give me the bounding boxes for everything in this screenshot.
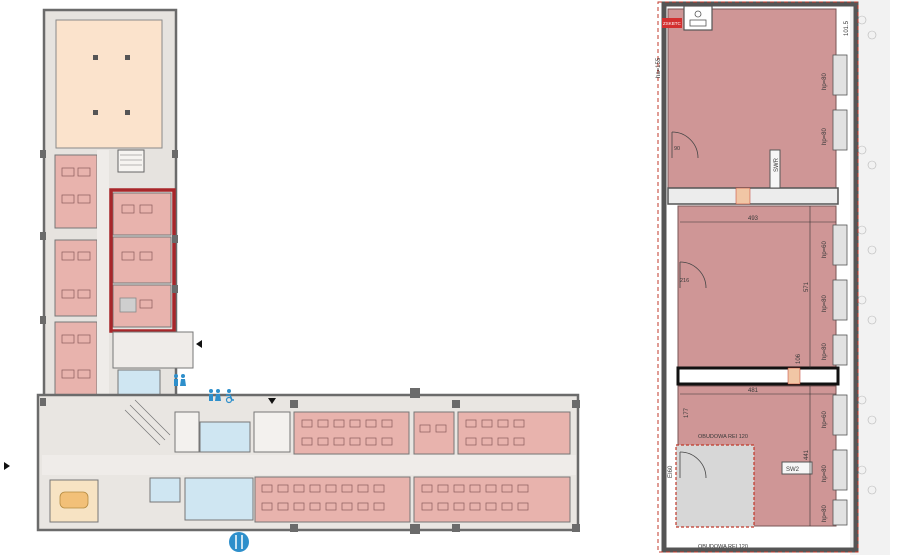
fixture — [689, 19, 707, 27]
sill-label: hp=80 — [822, 72, 828, 90]
utility-room — [253, 411, 291, 453]
restroom-icon — [174, 374, 186, 386]
lobby-stair — [124, 399, 171, 446]
sill-label: hp=80 — [822, 464, 828, 482]
window-sills — [832, 54, 848, 526]
dimension-lines — [680, 206, 836, 526]
office-room[interactable] — [254, 476, 411, 523]
office-room[interactable] — [457, 411, 571, 455]
door-label: 90 — [674, 146, 680, 152]
hall-columns — [93, 55, 130, 115]
door-label: EI60 — [668, 465, 674, 478]
entrance-marker-icon — [268, 398, 276, 404]
corridor — [97, 150, 109, 450]
office-room[interactable] — [413, 476, 571, 523]
detail-room[interactable] — [667, 8, 837, 190]
highlight-frame — [109, 188, 176, 333]
shaft — [781, 461, 813, 475]
service-room — [149, 477, 181, 503]
office-room[interactable] — [112, 192, 172, 236]
door-swing — [671, 131, 707, 479]
dimension-label: 441 — [804, 449, 810, 460]
dimension-label: 493 — [748, 216, 759, 222]
lobby — [112, 331, 194, 369]
fire-boundary — [657, 1, 859, 553]
outer-wall — [661, 1, 859, 553]
restroom-accessible-icon — [209, 389, 234, 404]
stair — [117, 149, 145, 173]
entrance-marker-icon — [4, 462, 10, 470]
sign-box — [662, 18, 682, 28]
storage-room — [119, 297, 137, 313]
main-corridor — [42, 455, 576, 475]
sill-label: hp=80 — [822, 127, 828, 145]
door-marker — [787, 367, 801, 385]
shaft-label: SWR — [774, 157, 780, 172]
sill-label: hp=80 — [822, 294, 828, 312]
building-floor-plan — [4, 8, 580, 552]
fixture — [694, 10, 702, 18]
desk-clusters-east — [261, 419, 529, 511]
door-label: 216 — [680, 278, 689, 284]
office-room[interactable] — [413, 411, 455, 455]
dimension-label: ha=155 — [656, 57, 662, 78]
hall-room[interactable] — [55, 19, 163, 149]
sill-label: hp=60 — [822, 240, 828, 258]
dimension-label: 106 — [796, 353, 802, 364]
dimension-label: 571 — [804, 281, 810, 292]
shaft — [769, 149, 781, 189]
service-room — [199, 421, 251, 453]
detail-room-plan: SWR SW2 hp=80 hp=80 hp=60 hp=80 hp=80 hp… — [656, 0, 890, 555]
partition-wall — [667, 187, 839, 205]
wall-pillars — [40, 150, 580, 534]
cafe-icon — [229, 532, 249, 552]
conference-table — [59, 491, 89, 509]
sill-label: hp=80 — [822, 342, 828, 360]
service-room — [184, 477, 254, 521]
dimension-label: 101.5 — [844, 20, 850, 36]
wall-label: OBUDOWA REI 120 — [698, 434, 748, 440]
sign-label: ZSKBTC — [663, 21, 682, 26]
office-room[interactable] — [54, 239, 98, 317]
partition-wall-black — [676, 366, 840, 386]
detail-room[interactable] — [677, 205, 837, 369]
entrance-marker-icon — [196, 340, 202, 348]
office-room[interactable] — [54, 321, 98, 397]
technical-room[interactable] — [675, 444, 755, 528]
sill-label: hp=80 — [822, 504, 828, 522]
shaft-label: SW2 — [786, 467, 800, 473]
dimension-label: 177 — [684, 407, 690, 418]
utility-room — [174, 411, 200, 453]
wall-label: OBUDOWA REI 120 — [698, 544, 748, 550]
door-marker — [735, 187, 751, 205]
sill-label: hp=60 — [822, 410, 828, 428]
office-room[interactable] — [293, 411, 410, 455]
dimension-label: 481 — [748, 388, 759, 394]
office-room[interactable] — [54, 154, 98, 229]
